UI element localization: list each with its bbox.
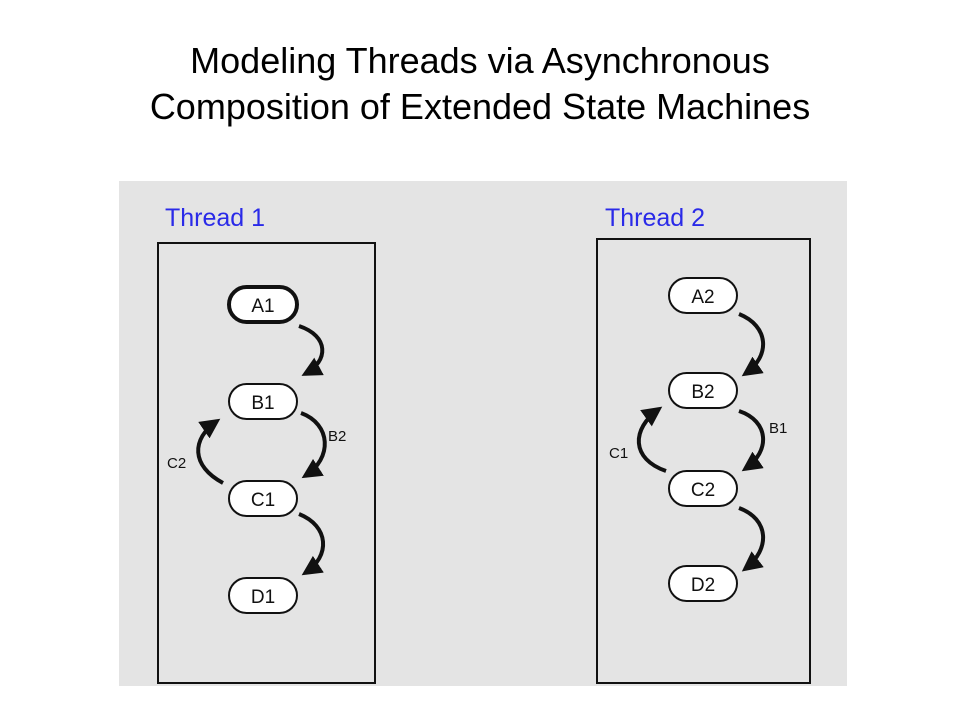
thread-1-title: Thread 1 [165, 204, 265, 232]
state-b2-label: B2 [691, 382, 714, 403]
state-d2: D2 [668, 565, 738, 602]
state-a2-label: A2 [691, 287, 714, 308]
thread-1-edge-label-b2: B2 [328, 428, 346, 445]
thread-2-edge-c2-b2 [636, 406, 667, 473]
thread-1-edge-b1-c1 [300, 411, 327, 479]
state-d1: D1 [228, 577, 298, 614]
thread-2-edge-b2-c2 [738, 409, 765, 472]
thread-1-frame [157, 242, 376, 684]
thread-2-title: Thread 2 [605, 204, 705, 232]
thread-2-frame [596, 238, 811, 684]
state-b2: B2 [668, 372, 738, 409]
thread-2-edge-label-b1: B1 [769, 420, 787, 437]
slide-title-line-2: Composition of Extended State Machines [149, 86, 811, 127]
thread-2: Thread 2 B1 C1 A2 B2 C2 [596, 204, 811, 684]
thread-2-edge-c2-d2 [738, 506, 765, 572]
state-a1-label: A1 [251, 296, 274, 317]
state-c2: C2 [668, 470, 738, 507]
thread-1-edge-c1-d1 [298, 512, 325, 576]
thread-1-edge-a1-b1 [298, 324, 325, 376]
state-c1: C1 [228, 480, 298, 517]
state-a1: A1 [227, 285, 299, 324]
diagram-canvas: Thread 1 B2 C2 A1 B1 C1 [157, 204, 811, 684]
thread-1: Thread 1 B2 C2 A1 B1 C1 [157, 204, 376, 684]
thread-2-edge-label-c1: C1 [609, 445, 628, 462]
thread-1-edge-c1-b1 [196, 418, 224, 485]
thread-2-edge-a2-b2 [738, 312, 765, 377]
state-d2-label: D2 [691, 575, 715, 596]
state-d1-label: D1 [251, 587, 275, 608]
thread-1-edge-label-c2: C2 [167, 455, 186, 472]
state-c1-label: C1 [251, 490, 275, 511]
state-c2-label: C2 [691, 480, 715, 501]
state-b1: B1 [228, 383, 298, 420]
state-machine-diagram: Thread 1 B2 C2 A1 B1 C1 [119, 181, 847, 686]
state-b1-label: B1 [251, 393, 274, 414]
slide-title: Modeling Threads via Asynchronous Compos… [0, 38, 960, 130]
state-a2: A2 [668, 277, 738, 314]
slide-title-line-1: Modeling Threads via Asynchronous [190, 40, 770, 81]
